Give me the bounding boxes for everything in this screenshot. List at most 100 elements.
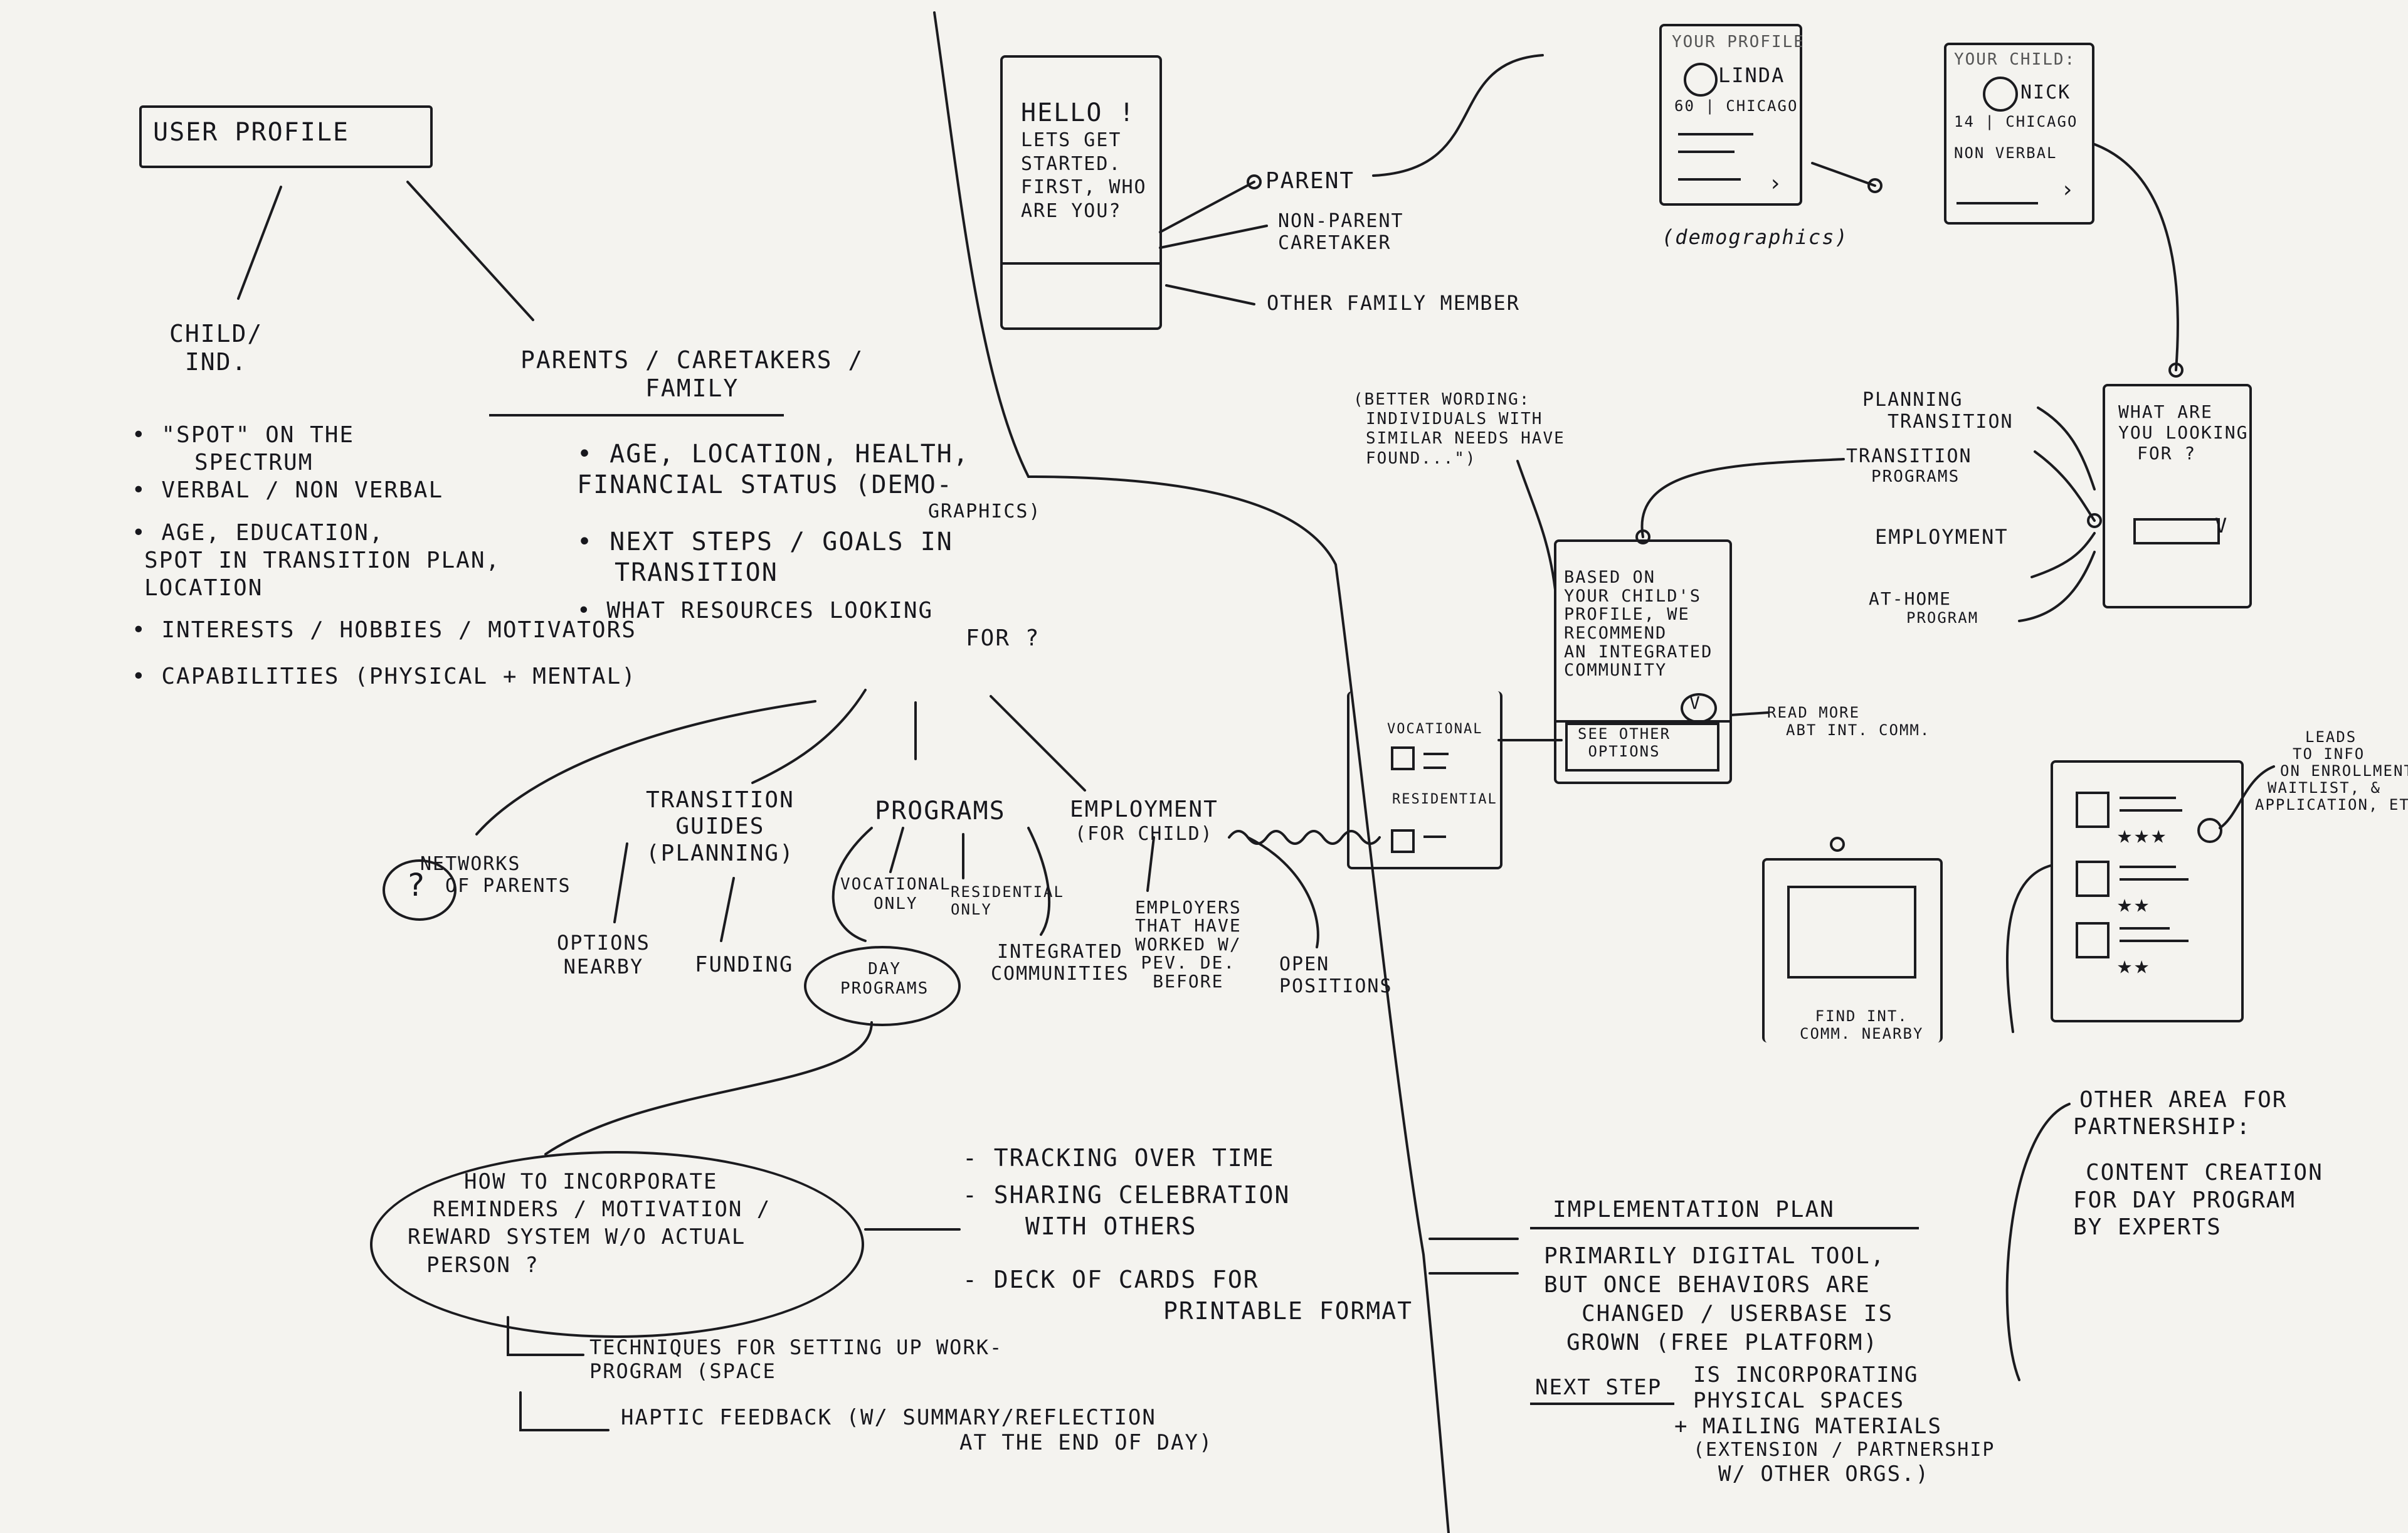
find-nearby-screen	[1762, 858, 1943, 1042]
child-note: NON VERBAL	[1954, 144, 2057, 162]
program-type-screen	[1347, 691, 1502, 869]
child-next-chevron-icon[interactable]: ›	[2061, 177, 2076, 203]
vocational-only: VOCATIONAL ONLY	[840, 875, 951, 913]
find-nearby-label: FIND INT. COMM. NEARBY	[1800, 1007, 1924, 1043]
listing-thumb-1	[2076, 792, 2110, 828]
employment-to-open	[1247, 836, 1319, 948]
listing-1-line-2	[2120, 809, 2182, 812]
programs: PROGRAMS	[875, 797, 1006, 825]
hello-screen-text: HELLO ! LETS GET STARTED. FIRST, WHO ARE…	[1021, 98, 1147, 222]
connector-dot-0	[1247, 174, 1262, 189]
funding: FUNDING	[695, 952, 794, 977]
user-profile-label: USER PROFILE	[153, 118, 349, 147]
day-to-reminders	[544, 1021, 873, 1155]
hello-screen	[1000, 55, 1162, 330]
next-step-label: NEXT STEP	[1535, 1375, 1662, 1400]
hello-screen-bar	[1000, 262, 1159, 265]
parent-branch-title: PARENTS / CARETAKERS / FAMILY	[520, 346, 864, 402]
child-branch-title: CHILD/ IND.	[169, 320, 263, 376]
listing-2-rating: ★★	[2117, 889, 2152, 918]
goal-transition-programs[interactable]: TRANSITION PROGRAMS	[1846, 445, 1972, 487]
user-profile-node	[139, 105, 433, 168]
next-step-underline	[1530, 1403, 1674, 1405]
programs-to-vocational	[889, 827, 904, 873]
see-other-options-button[interactable]	[1565, 723, 1719, 772]
employers: EMPLOYERS THAT HAVE WORKED W/ PEV. DE. B…	[1135, 897, 1242, 992]
implementation-body: PRIMARILY DIGITAL TOOL, BUT ONCE BEHAVIO…	[1544, 1243, 1894, 1356]
role-other-family[interactable]: OTHER FAMILY MEMBER	[1267, 291, 1521, 315]
open-positions: OPEN POSITIONS	[1279, 953, 1393, 998]
child-attributes: • "SPOT" ON THE SPECTRUM • VERBAL / NON …	[132, 422, 636, 690]
looking-for-text: WHAT ARE YOU LOOKING FOR ?	[2118, 401, 2249, 464]
partnership-to-next	[2005, 1103, 2071, 1381]
transition-guides: TRANSITION GUIDES (PLANNING)	[646, 787, 795, 866]
listing-1-line-1	[2120, 797, 2176, 799]
guides-to-funding	[720, 877, 735, 942]
parent-attributes: • AGE, LOCATION, HEALTH, FINANCIAL STATU…	[577, 440, 1042, 651]
vocational-line-1	[1423, 753, 1449, 755]
map-placeholder	[1787, 886, 1916, 979]
profile-to-child	[1811, 162, 1876, 187]
connector-dot-1	[1867, 178, 1883, 193]
read-more-note: READ MORE ABT INT. COMM.	[1767, 704, 1931, 740]
reminders-question: HOW TO INCORPORATE REMINDERS / MOTIVATIO…	[408, 1169, 771, 1278]
listing-thumb-3	[2076, 922, 2110, 958]
recommendation-screen	[1554, 539, 1732, 784]
hello-to-parent	[1159, 181, 1255, 233]
leads-to-note: LEADS TO INFO ON ENROLLMENT, WAITLIST, &…	[2255, 728, 2408, 814]
residential-label: RESIDENTIAL	[1392, 792, 1497, 807]
profile-line-3	[1678, 178, 1741, 181]
listing-3-line-1	[2120, 927, 2170, 930]
employment-for-child: EMPLOYMENT (FOR CHILD)	[1070, 797, 1218, 846]
see-other-options-label[interactable]: SEE OTHER OPTIONS	[1578, 725, 1671, 761]
reminders-to-haptic	[519, 1391, 610, 1431]
your-child-header: YOUR CHILD:	[1954, 50, 2076, 69]
wording-note: (BETTER WORDING: INDIVIDUALS WITH SIMILA…	[1353, 390, 1565, 468]
demographics-note: (demographics)	[1662, 225, 1849, 249]
check-mark: v	[1689, 692, 1701, 713]
your-profile-screen	[1659, 24, 1802, 206]
nick-avatar	[1983, 77, 2018, 112]
implementation-title: IMPLEMENTATION PLAN	[1553, 1197, 1835, 1223]
listing-2-line-2	[2120, 878, 2189, 881]
role-non-parent[interactable]: NON-PARENT CARETAKER	[1278, 210, 1404, 255]
question-circle	[383, 859, 457, 921]
listing-thumb-2	[2076, 861, 2110, 897]
recommendation-text: BASED ON YOUR CHILD'S PROFILE, WE RECOMM…	[1564, 568, 1713, 681]
role-parent[interactable]: PARENT	[1265, 168, 1355, 194]
child-to-looking	[2093, 143, 2179, 371]
listing-screen	[2051, 760, 2244, 1022]
your-child-screen	[1944, 43, 2094, 225]
techniques-note: TECHNIQUES FOR SETTING UP WORK- PROGRAM …	[589, 1335, 1003, 1383]
chevron-down-icon[interactable]: v	[2215, 514, 2229, 538]
hello-to-other	[1165, 284, 1255, 305]
question-mark: ?	[406, 867, 427, 903]
integrated-communities: INTEGRATED COMMUNITIES	[991, 941, 1129, 985]
listing-1-arrow[interactable]	[2197, 818, 2222, 843]
partnership-note: OTHER AREA FOR PARTNERSHIP: CONTENT CREA…	[2073, 1087, 2323, 1240]
connector-dot-5	[2087, 513, 2102, 528]
next-chevron-icon[interactable]: ›	[1768, 171, 1783, 196]
parent-to-profile	[1372, 54, 1544, 177]
child-meta: 14 | CHICAGO	[1954, 113, 2078, 130]
goal-planning-transition[interactable]: PLANNING TRANSITION	[1862, 389, 2014, 433]
resources-to-guides	[751, 689, 867, 784]
root-to-parent	[406, 181, 534, 321]
goal-at-home-program[interactable]: AT-HOME PROGRAM	[1869, 588, 1979, 627]
haptic-feedback-note: HAPTIC FEEDBACK (W/ SUMMARY/REFLECTION A…	[621, 1405, 1213, 1456]
looking-for-dropdown[interactable]	[2133, 518, 2220, 544]
vocational-image	[1391, 746, 1415, 770]
recommend-divider	[1554, 720, 1729, 723]
goal-employment[interactable]: EMPLOYMENT	[1875, 525, 2009, 549]
profile-name: LINDA	[1718, 63, 1785, 87]
profile-meta: 60 | CHICAGO	[1674, 97, 1798, 115]
options-to-looking	[2018, 406, 2096, 622]
reminders-ellipse	[370, 1151, 864, 1338]
reminder-ideas: - TRACKING OVER TIME - SHARING CELEBRATI…	[963, 1144, 1413, 1325]
implementation-underline	[1530, 1227, 1919, 1229]
root-to-child	[237, 186, 282, 300]
parent-underline	[489, 414, 784, 416]
child-line	[1956, 202, 2038, 204]
linda-avatar	[1684, 63, 1718, 97]
